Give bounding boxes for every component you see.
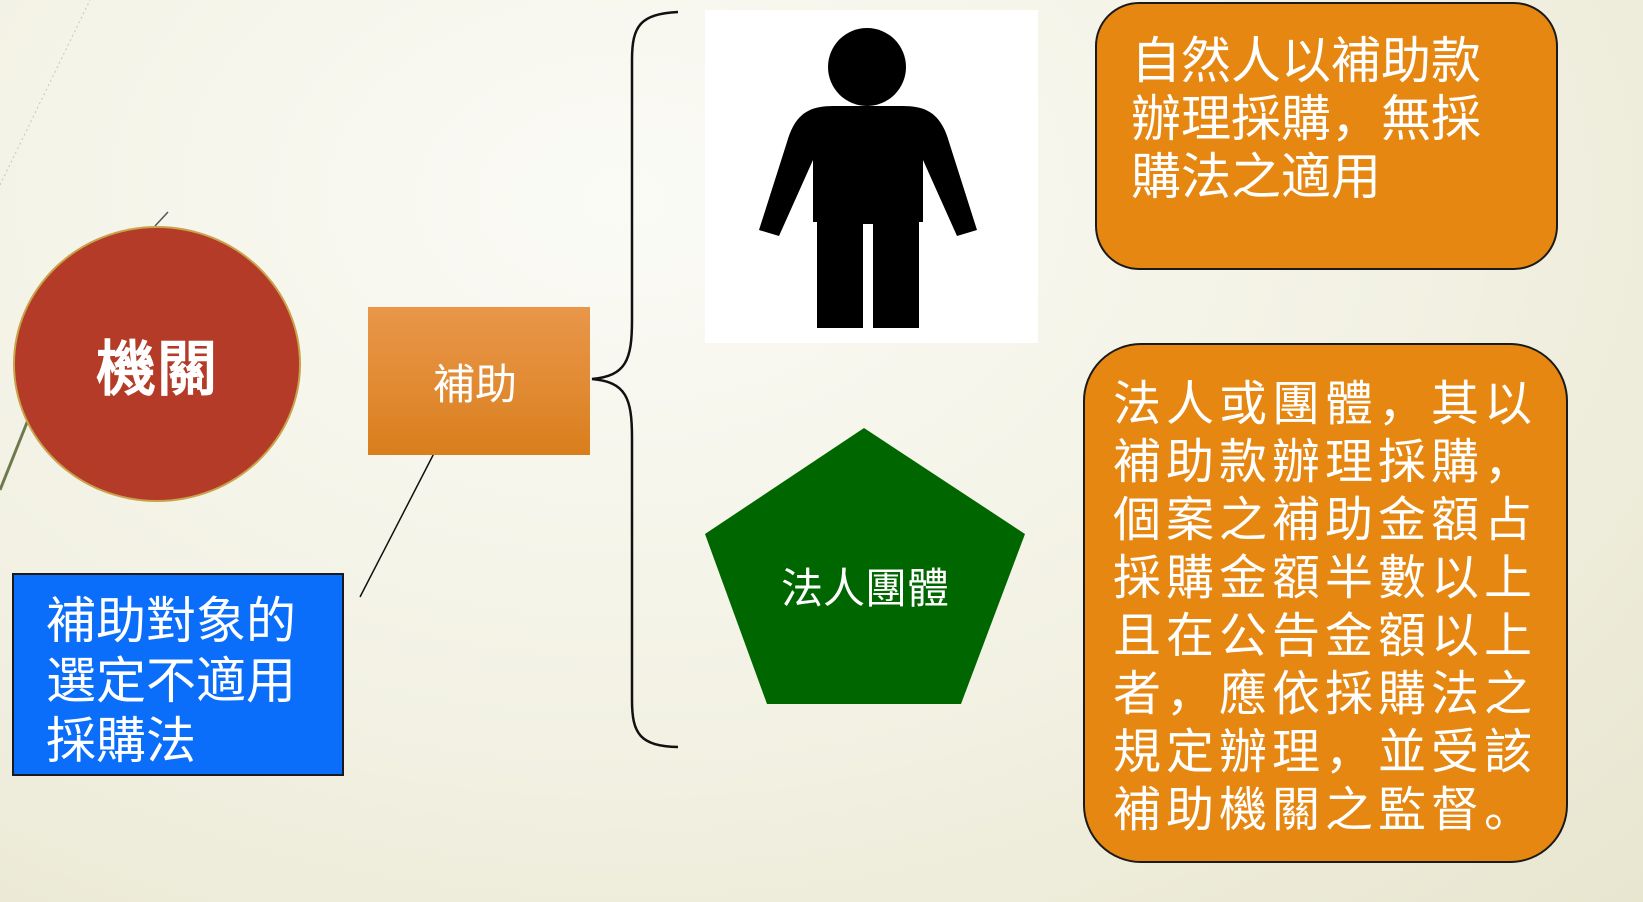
subsidy-label: 補助 bbox=[432, 359, 517, 409]
subsidy-to-note-connector bbox=[359, 429, 447, 598]
curly-brace bbox=[591, 10, 679, 749]
agency-node: 機關 bbox=[13, 226, 301, 502]
note-box: 補助對象的 選定不適用 採購法 bbox=[12, 573, 344, 776]
entity-label: 法人團體 bbox=[780, 564, 949, 613]
agency-label: 機關 bbox=[96, 334, 218, 405]
note-text: 補助對象的 選定不適用 採購法 bbox=[46, 592, 296, 770]
legal-entity-rule-box: 法人或團體，其以 補助款辦理採購， 個案之補助金額占 採購金額半數以上 且在公告… bbox=[1083, 343, 1568, 863]
entity-pentagon-shape bbox=[705, 428, 1025, 704]
slide-accent-line bbox=[0, 414, 32, 491]
person-icon bbox=[759, 28, 977, 328]
natural-person-panel bbox=[705, 10, 1038, 343]
subsidy-node: 補助 bbox=[368, 307, 590, 455]
agency-connector-stub bbox=[154, 211, 169, 227]
slide-accent-line-top bbox=[0, 0, 91, 186]
natural-person-rule-box: 自然人以補助款 辦理採購，無採 購法之適用 bbox=[1095, 2, 1558, 270]
